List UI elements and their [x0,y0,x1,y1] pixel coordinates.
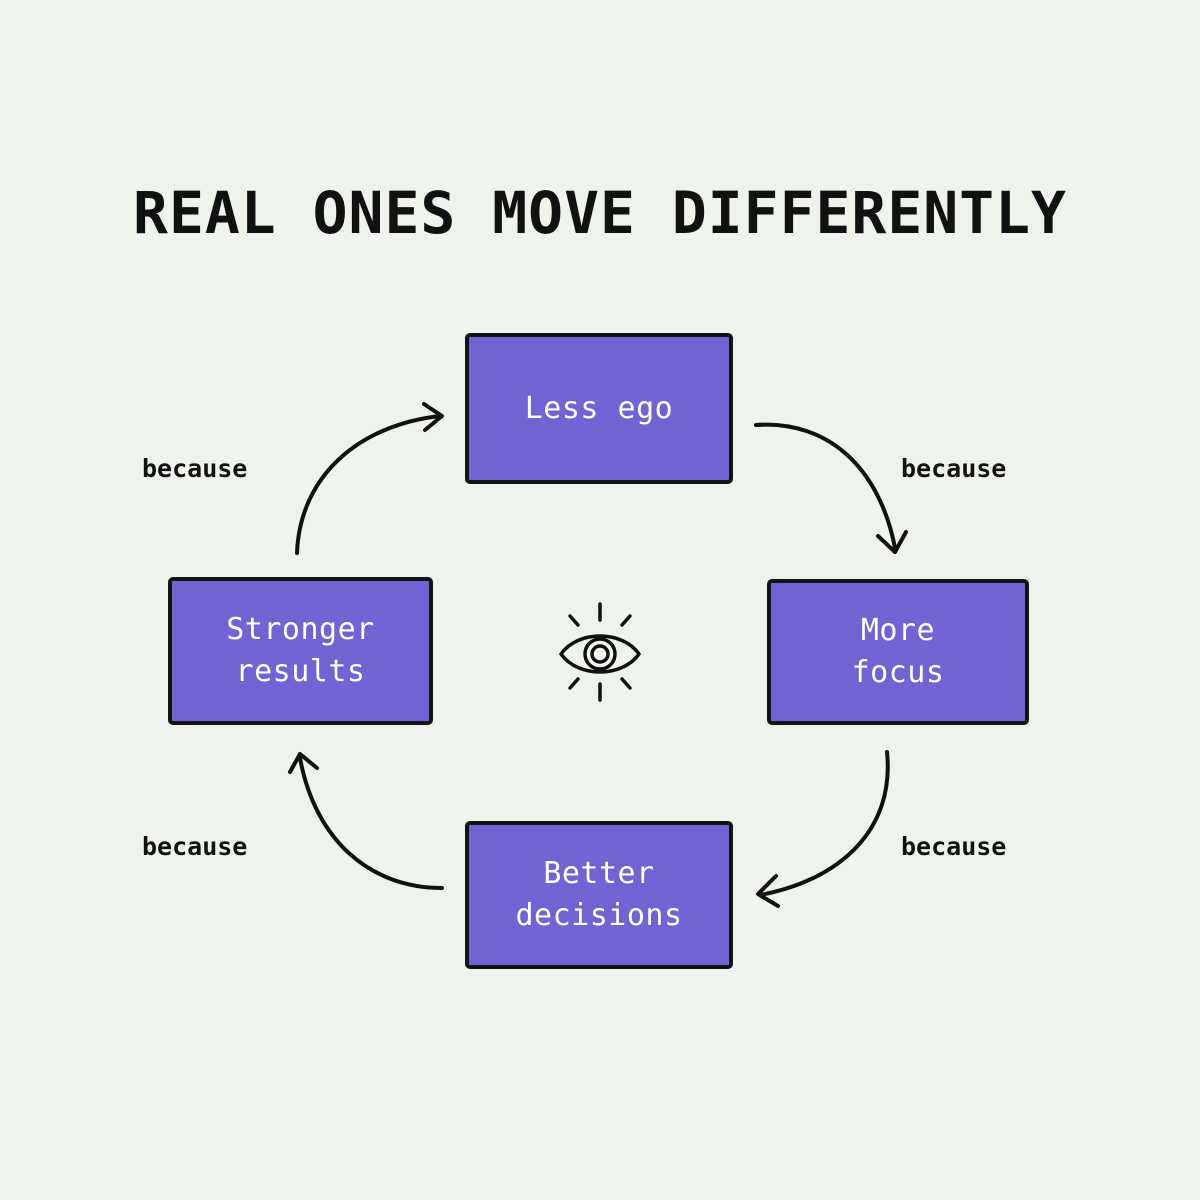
arrow-right-to-bottom [758,750,890,897]
arrow-bottom-to-left [298,756,444,890]
edge-label-bottom-right: because [901,832,1007,861]
node-less-ego: Less ego [465,333,733,484]
arrow-left-to-top [295,414,442,555]
arrowhead-bottom-to-left [288,752,319,774]
node-more-focus-label: More focus [851,613,945,690]
node-better-decisions: Better decisions [465,821,733,969]
arrowhead-top-to-right [876,530,908,554]
edge-label-top-right: because [901,454,1007,483]
arrowhead-right-to-bottom [756,874,780,908]
diagram-title: REAL ONES MOVE DIFFERENTLY [133,179,1067,247]
edge-label-bottom-left: because [142,832,248,861]
node-stronger-results: Stronger results [168,577,433,725]
node-better-decisions-label: Better decisions [515,856,683,933]
node-stronger-results-label: Stronger results [226,612,375,689]
node-more-focus: More focus [767,579,1029,725]
edge-label-top-left: because [142,454,248,483]
node-less-ego-label: Less ego [524,390,674,426]
arrow-top-to-right [754,422,897,550]
arrowhead-left-to-top [422,402,444,432]
eye-icon [559,602,641,702]
